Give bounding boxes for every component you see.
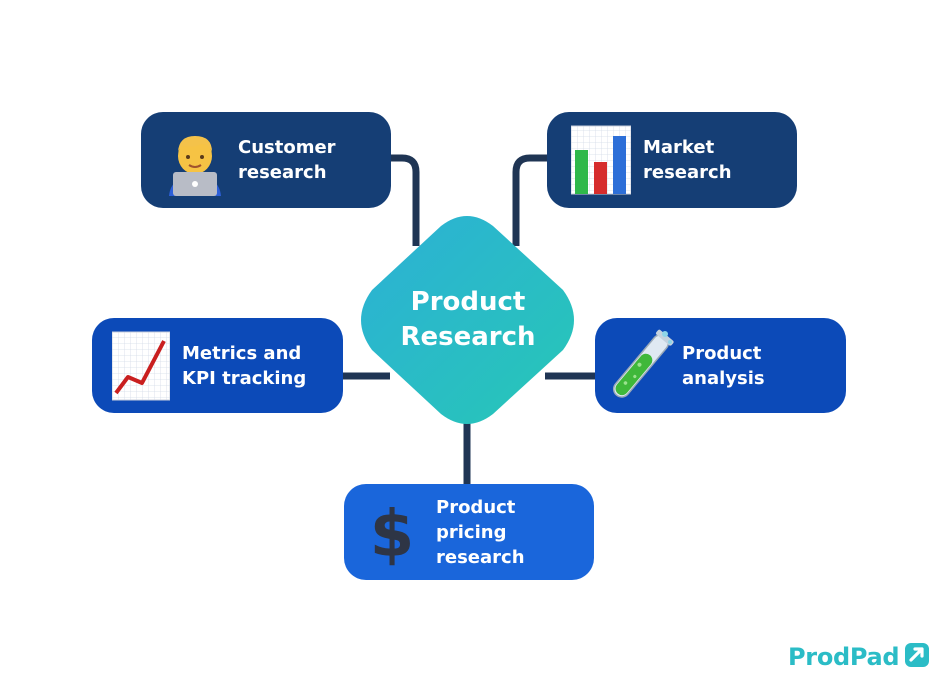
chart-increasing-icon bbox=[112, 331, 170, 401]
node-product-analysis: Product analysis bbox=[595, 318, 846, 413]
node-label: Metrics and KPI tracking bbox=[182, 342, 307, 389]
node-customer-research: Customer research bbox=[141, 112, 391, 208]
node-market-research: Market research bbox=[547, 112, 797, 208]
center-diamond bbox=[361, 216, 574, 424]
node-metrics-kpi-tracking: Metrics and KPI tracking bbox=[92, 318, 343, 413]
node-label: Market research bbox=[643, 137, 732, 183]
node-product-pricing-research: $ Product pricing research bbox=[344, 484, 594, 580]
prodpad-logo: ProdPad bbox=[788, 640, 930, 674]
dollar-sign-icon: $ bbox=[368, 496, 416, 568]
person-at-laptop-icon bbox=[165, 124, 225, 196]
connector-lines bbox=[343, 154, 595, 484]
node-label: Customer research bbox=[238, 137, 336, 183]
svg-text:$: $ bbox=[370, 498, 415, 568]
bar-chart-icon bbox=[571, 124, 631, 196]
test-tube-icon bbox=[607, 326, 675, 406]
logo-text: ProdPad bbox=[788, 643, 900, 671]
node-label: Product analysis bbox=[682, 342, 765, 389]
prodpad-logo-icon bbox=[904, 642, 930, 672]
center-label: Product Research bbox=[400, 287, 536, 352]
node-label: Product pricing research bbox=[436, 496, 525, 568]
connector-market bbox=[512, 154, 547, 246]
connector-customer bbox=[391, 154, 420, 246]
